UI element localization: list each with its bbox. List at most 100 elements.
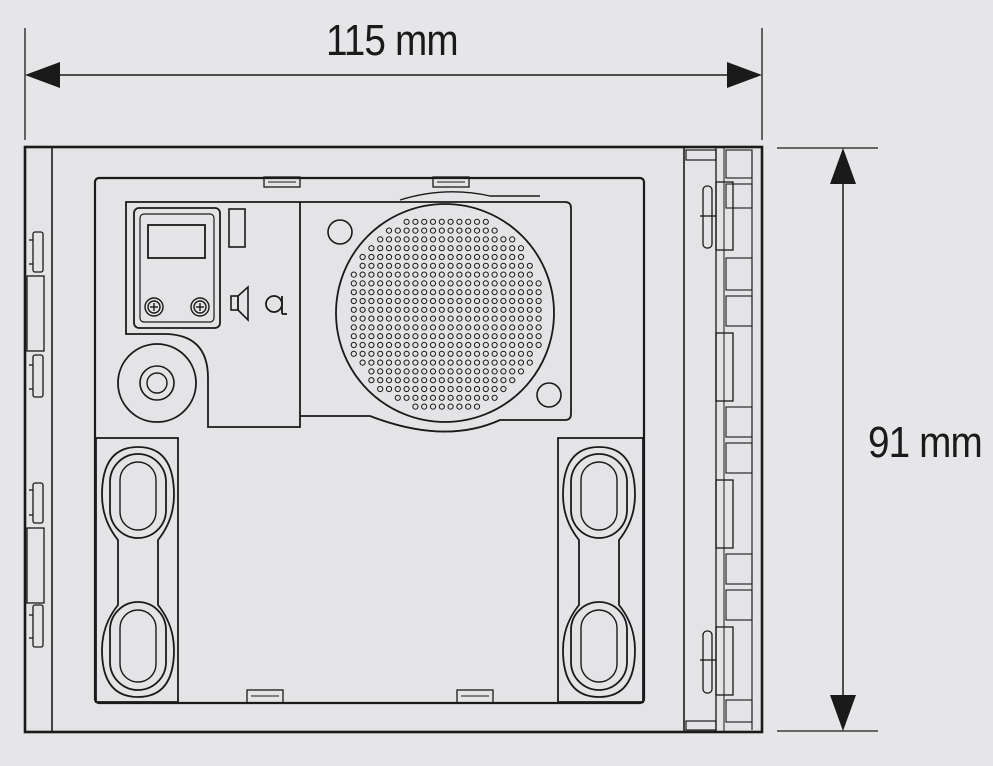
grille-hole [482,253,489,261]
grille-hole [456,236,463,243]
grille-hole [429,297,437,305]
grille-hole [421,403,428,410]
grille-hole [350,333,357,340]
grille-hole [517,306,525,313]
grille-hole [526,341,533,349]
grille-hole [429,236,437,243]
grille-hole [500,236,507,243]
grille-hole [438,324,445,331]
grille-hole [447,324,454,331]
grille-hole [359,271,366,278]
grille-hole [412,289,419,296]
grille-hole [429,306,437,313]
grille-hole [385,253,393,261]
grille-hole [447,341,454,349]
grille-hole [412,377,419,384]
grille-hole [465,385,472,393]
grille-hole [456,227,463,234]
grille-hole [526,324,533,331]
grille-hole [491,333,498,340]
grille-hole [429,324,437,331]
grille-hole [456,306,463,313]
grille-hole [429,227,437,234]
grille-hole [412,350,419,357]
device-frame [23,145,764,734]
grille-hole [403,297,410,305]
grille-hole [421,236,428,243]
grille-hole [421,377,428,384]
grille-hole [526,280,533,287]
grille-hole [368,359,375,366]
grille-hole [482,289,489,296]
grille-hole [465,341,472,349]
grille-hole [421,227,428,234]
speaker-grille-holes [350,218,542,410]
grille-hole [517,324,525,331]
grille-hole [456,297,463,305]
grille-hole [421,324,428,331]
grille-hole [491,368,498,375]
grille-hole [385,245,393,252]
grille-hole [394,271,401,278]
grille-hole [465,403,472,410]
grille-hole [421,271,428,278]
grille-hole [429,245,437,252]
grille-hole [526,289,533,296]
name-tag-window-icon [133,207,221,329]
grille-hole [421,350,428,357]
grille-hole [500,262,507,269]
grille-hole [438,333,445,340]
grille-hole [447,333,454,340]
grille-hole [465,280,472,287]
grille-hole [359,306,366,313]
grille-hole [403,324,410,331]
grille-hole [377,236,384,243]
grille-hole [394,350,401,357]
grille-hole [509,236,516,243]
grille-hole [394,227,401,234]
grille-hole [377,350,384,357]
grille-hole [438,236,445,243]
grille-hole [429,315,437,322]
grille-hole [491,253,498,261]
grille-hole [500,359,507,366]
speaker-module [300,191,572,433]
grille-hole [438,297,445,305]
grille-hole [482,350,489,357]
grille-hole [368,253,375,261]
grille-hole [368,289,375,296]
grille-hole [456,271,463,278]
grille-hole [491,289,498,296]
grille-hole [473,218,481,225]
grille-hole [500,324,507,331]
speaker-icon [230,285,249,322]
grille-hole [403,359,410,366]
grille-hole [491,315,498,322]
grille-hole [482,262,489,269]
left-edge-clips [26,231,45,648]
grille-hole [517,333,525,340]
grille-hole [429,218,437,225]
grille-hole [447,368,454,375]
grille-hole [385,368,393,375]
grille-hole [509,350,516,357]
grille-hole [438,315,445,322]
grille-hole [394,359,401,366]
grille-hole [482,368,489,375]
grille-hole [429,403,437,410]
grille-hole [368,315,375,322]
grille-hole [517,297,525,305]
grille-hole [526,262,533,269]
grille-hole [509,245,516,252]
grille-hole [447,289,454,296]
grille-hole [491,377,498,384]
grille-hole [500,253,507,261]
grille-hole [350,280,357,287]
grille-hole [368,262,375,269]
grille-hole [456,289,463,296]
arrow-down-icon [830,695,856,731]
grille-hole [377,289,384,296]
grille-hole [394,385,401,393]
grille-hole [526,297,533,305]
grille-hole [526,359,533,366]
